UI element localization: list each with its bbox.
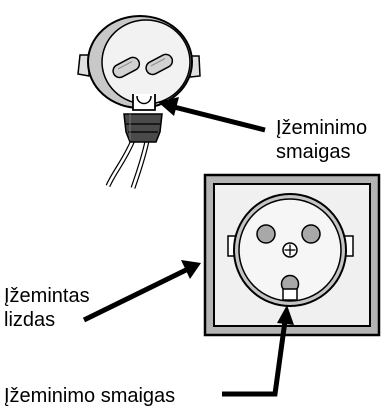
plug-pin-right [145,53,174,76]
plug-collar [123,113,163,143]
plug-face [101,19,191,105]
plug-ground-pin-label-line-2: smaigas [276,141,351,163]
socket-ground-pin [280,274,300,301]
plug-ground-pin-label-line-1: Įžeminimo [276,117,368,139]
plug-pin-left [112,56,141,79]
socket-hole-right [301,224,321,244]
grounded-socket [203,173,381,337]
arrow-to-socket [82,260,201,323]
socket-label-line-2: lizdas [4,309,56,331]
arrow-to-socket-ground-pin [222,305,294,397]
socket-hole-left [256,224,276,244]
arrow-to-plug-ground-pin [158,97,266,133]
socket-ground-pin-label: Įžeminimo smaigas [4,385,176,407]
grounded-plug [77,15,201,189]
plug-ground-contact [132,94,156,111]
socket-label-line-1: Įžemintas [4,285,90,307]
plug-cable [105,139,150,189]
